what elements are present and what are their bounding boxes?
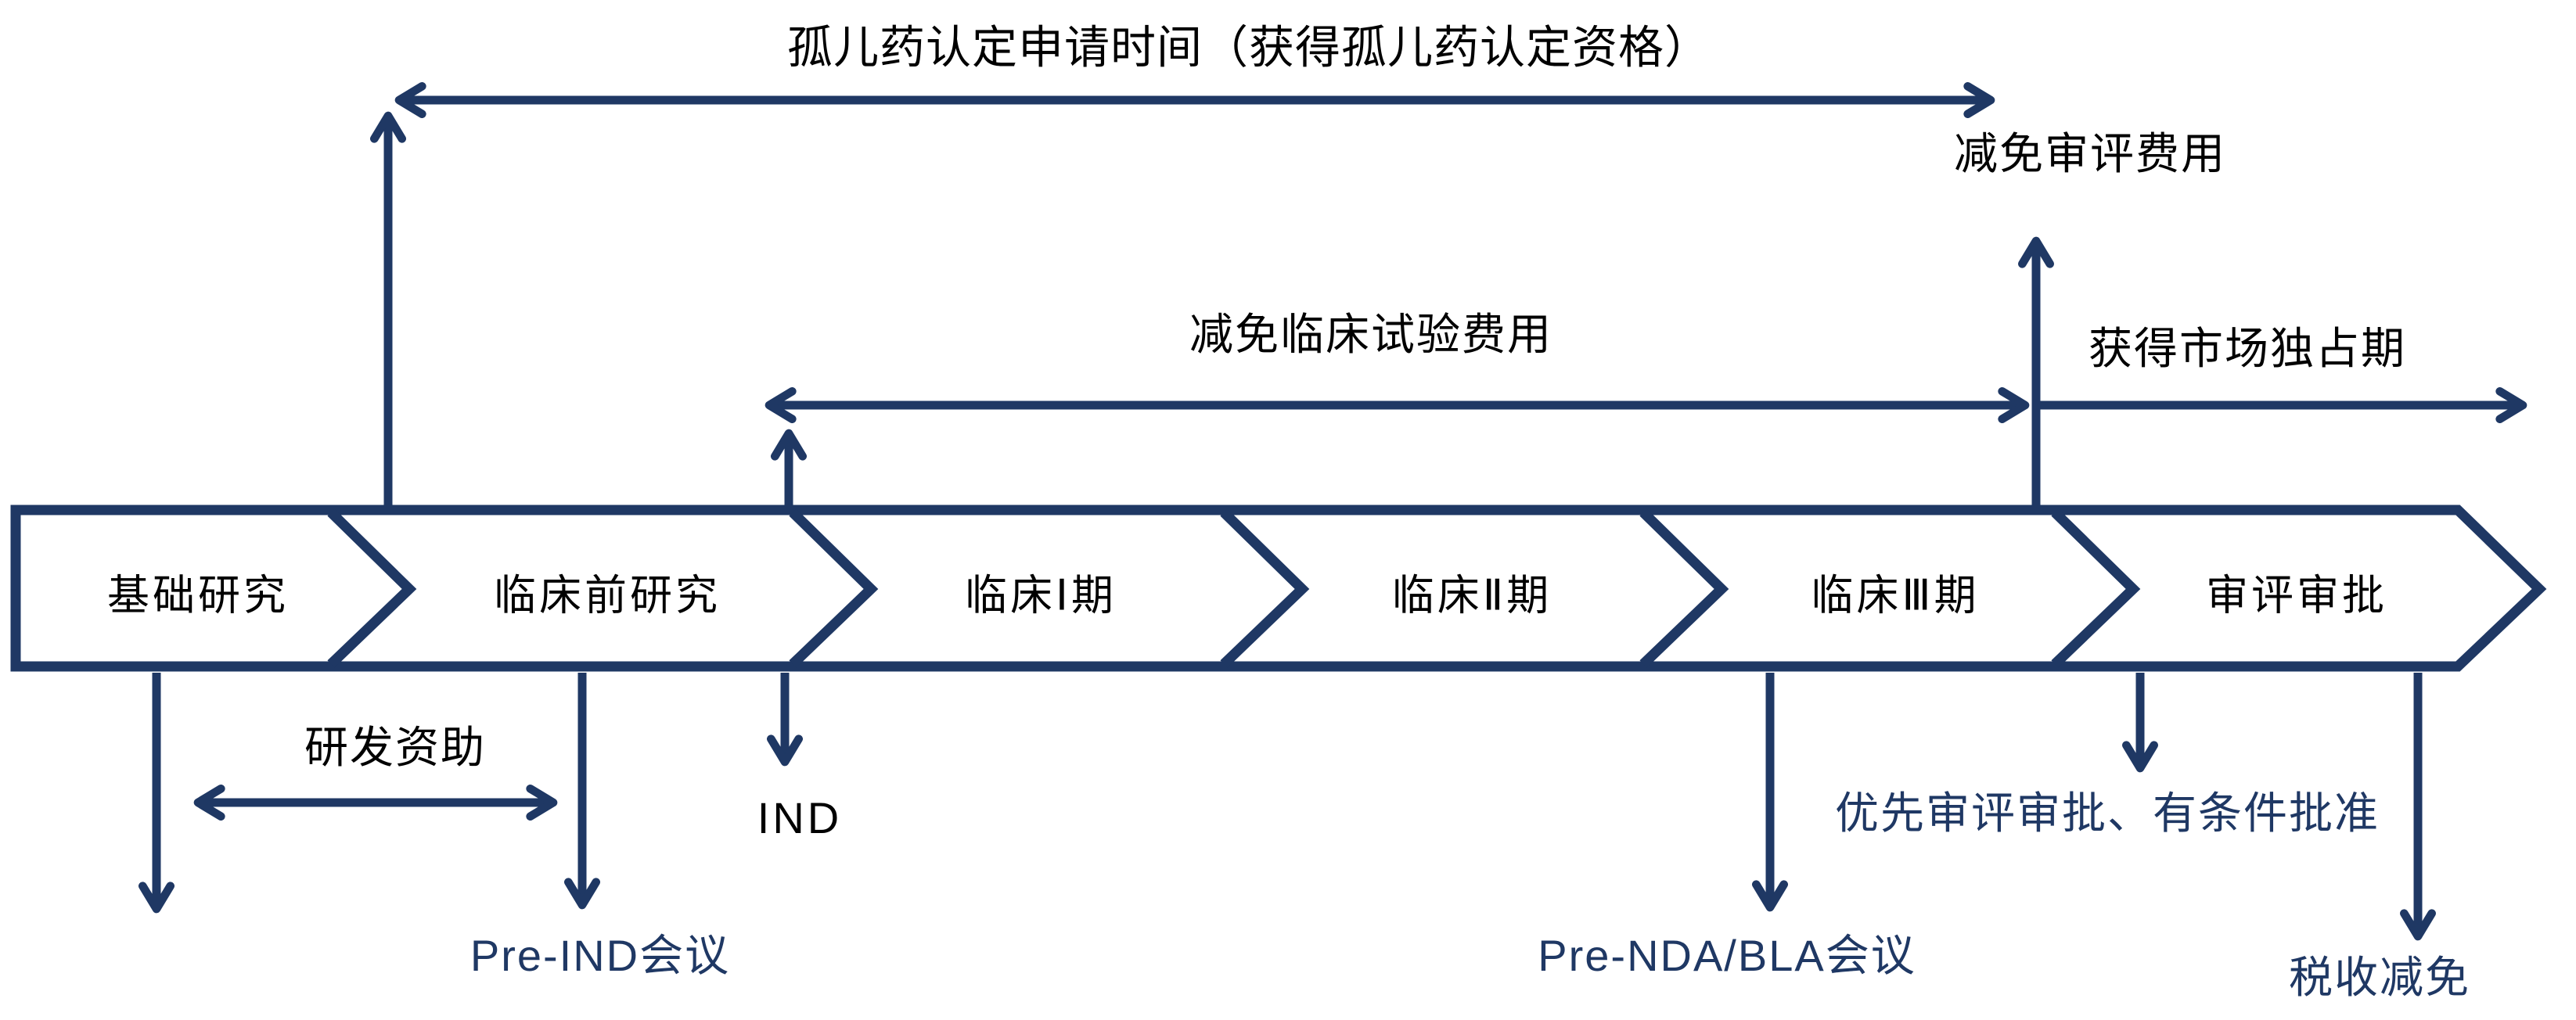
- priority-review-label: 优先审评审批、有条件批准: [1835, 788, 2380, 838]
- phase-separator-1: [327, 508, 417, 668]
- pre-ind-meeting-label: Pre-IND会议: [470, 930, 731, 980]
- phase-separator-3: [1220, 508, 1310, 668]
- process-bar-outline: [10, 505, 2547, 672]
- phase-separator-4: [1639, 508, 1729, 668]
- phase-basic-research: 基础研究: [107, 572, 289, 620]
- tax-relief-label: 税收减免: [2289, 952, 2470, 1002]
- phase-review-approval: 审评审批: [2206, 572, 2387, 620]
- ind-label: IND: [757, 792, 843, 842]
- phase-clinical-2: 临床Ⅱ期: [1391, 572, 1552, 620]
- clinical-trial-fee-waiver-label: 减免临床试验费用: [1189, 309, 1552, 359]
- market-exclusivity-label: 获得市场独占期: [2089, 323, 2406, 373]
- phase-clinical-1: 临床Ⅰ期: [965, 572, 1117, 620]
- phase-preclinical: 临床前研究: [494, 572, 721, 620]
- annotation-arrows: [138, 81, 2527, 941]
- phase-separator-5: [2051, 508, 2141, 668]
- phase-separator-2: [789, 508, 879, 668]
- diagram-title: 孤儿药认定申请时间（获得孤儿药认定资格）: [786, 22, 1711, 74]
- pre-nda-bla-meeting-label: Pre-NDA/BLA会议: [1538, 930, 1916, 980]
- review-fee-waiver-label: 减免审评费用: [1954, 128, 2226, 178]
- process-bar: [10, 505, 2547, 672]
- rnd-funding-label: 研发资助: [304, 722, 486, 772]
- phase-clinical-3: 临床Ⅲ期: [1811, 572, 1980, 620]
